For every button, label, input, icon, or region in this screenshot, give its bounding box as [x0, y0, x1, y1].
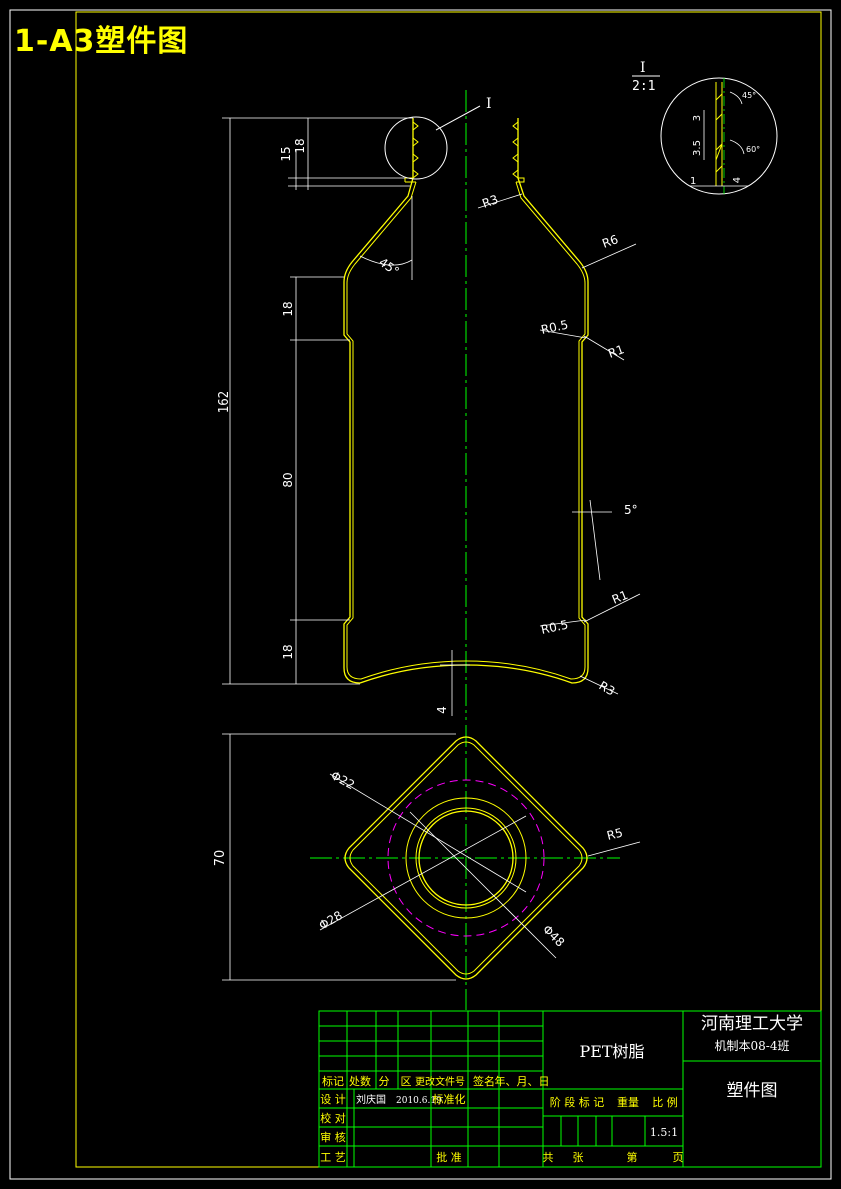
detail-circle — [660, 77, 778, 195]
title-block-text: 河南理工大学 机制本08-4班 PET树脂 塑件图 标记 处数 分 区 更改文件… — [320, 1014, 803, 1164]
detail-scale: 2:1 — [632, 79, 655, 94]
leader-r3-bottom — [579, 675, 619, 695]
tb-sheet-total: 共 — [543, 1151, 554, 1164]
dim-70: 70 — [213, 850, 228, 867]
detail-dim-35: 3.5 — [692, 140, 703, 156]
tb-header-3: 区 — [401, 1075, 412, 1088]
tb-sheet-no: 第 — [627, 1150, 638, 1164]
dim-neck-18: 18 — [293, 138, 307, 153]
front-view: I 162 18 80 18 15 18 4 45° R3 R6 — [217, 90, 641, 720]
bottle-outline-inner — [346, 181, 586, 680]
angle-arc-45 — [359, 255, 413, 266]
tb-approve-label: 批 准 — [436, 1150, 462, 1164]
thread-right — [512, 121, 525, 183]
radius-r6: R6 — [600, 232, 620, 251]
tb-design-label: 设 计 — [320, 1093, 346, 1106]
sheet-title: 1-A3塑件图 — [14, 24, 189, 59]
detail-callout-circle — [384, 116, 448, 180]
detail-angle-45: 45° — [742, 91, 756, 100]
detail-dim-1: 1 — [690, 176, 696, 187]
tb-header-5: 签名 — [473, 1074, 495, 1088]
tb-sheet-count: 张 — [573, 1151, 584, 1164]
tb-header-2: 分 — [379, 1075, 390, 1088]
top-circle-mid — [415, 807, 517, 909]
radius-r3-top: R3 — [480, 192, 500, 211]
detail-callout-label: I — [486, 96, 492, 112]
detail-thread — [715, 82, 723, 186]
tb-header-1: 处数 — [349, 1075, 371, 1088]
tb-scale-label: 比 例 — [652, 1095, 678, 1109]
tb-check-label: 校 对 — [320, 1111, 346, 1125]
leader-r5 — [587, 841, 641, 857]
detail-callout-leader — [435, 105, 481, 131]
tb-designer: 刘庆国 — [356, 1093, 386, 1106]
leader-r1-upper — [583, 335, 625, 361]
dim-recess-4: 4 — [435, 706, 449, 714]
tb-stage-label: 阶 段 标 记 — [550, 1095, 605, 1109]
thread-left — [412, 121, 419, 179]
leader-r1-lower — [583, 593, 641, 623]
tb-drawing-name: 塑件图 — [727, 1081, 778, 1101]
dim-neck-15: 15 — [279, 146, 293, 161]
detail-arc-60 — [729, 139, 745, 155]
top-outline-diamond — [344, 736, 588, 980]
dim-d28: Φ28 — [317, 908, 345, 932]
radius-r3-bottom: R3 — [597, 678, 618, 698]
top-view: 70 Φ22 Φ28 Φ48 R5 — [213, 725, 641, 1010]
tb-date: 2010.6.19 — [396, 1096, 442, 1106]
angle-shoulder-45: 45° — [376, 255, 401, 279]
detail-angle-60: 60° — [746, 145, 760, 154]
detail-view: I 2:1 3 3.5 1 4 45° 60° — [632, 60, 778, 195]
tb-material: PET树脂 — [579, 1042, 644, 1061]
detail-arc-45 — [729, 91, 743, 105]
tb-process-label: 工 艺 — [320, 1151, 346, 1164]
tb-sheet-page: 页 — [673, 1151, 684, 1164]
top-circle-outer — [405, 797, 527, 919]
outer-frame — [9, 9, 832, 1180]
title-block — [318, 1010, 822, 1168]
radius-r05-lower: R0.5 — [540, 618, 570, 637]
dim-80: 80 — [281, 472, 295, 487]
tb-header-0: 标记 — [322, 1074, 344, 1088]
dim-18-upper: 18 — [281, 301, 295, 316]
tb-weight-label: 重量 — [617, 1095, 639, 1109]
top-hidden-circle — [387, 779, 545, 937]
leader-r6 — [581, 243, 637, 269]
detail-dim-4: 4 — [732, 177, 743, 183]
radius-r05-upper: R0.5 — [540, 318, 570, 337]
tb-review-label: 审 核 — [320, 1130, 346, 1144]
top-outline-diamond-inner — [349, 741, 583, 975]
inner-frame — [75, 11, 822, 1168]
tb-header-4: 更改文件号 — [415, 1075, 465, 1088]
tb-standard-label: 标准化 — [433, 1092, 466, 1106]
radius-r1-lower: R1 — [610, 588, 630, 607]
tb-class: 机制本08-4班 — [715, 1039, 790, 1053]
radius-r1-upper: R1 — [606, 342, 626, 361]
leader-d22 — [329, 773, 527, 893]
leader-d28 — [319, 815, 527, 931]
top-circle-inner — [418, 810, 514, 906]
detail-label: I — [640, 60, 646, 76]
leader-r3-top — [477, 193, 523, 209]
tb-header-6: 年、月、日 — [495, 1074, 550, 1088]
radius-r5: R5 — [605, 825, 624, 842]
tb-university: 河南理工大学 — [701, 1014, 803, 1034]
tb-scale-value: 1.5:1 — [650, 1126, 678, 1139]
leader-r05-lower — [539, 619, 587, 627]
dim-18-lower: 18 — [281, 644, 295, 659]
draft-angle-line — [589, 499, 601, 581]
leader-r05-upper — [539, 329, 587, 339]
leader-d48 — [409, 811, 557, 959]
dim-d22: Φ22 — [329, 768, 357, 792]
angle-draft-5: 5° — [624, 503, 638, 517]
detail-dim-3: 3 — [692, 115, 703, 121]
dim-162: 162 — [217, 391, 232, 413]
